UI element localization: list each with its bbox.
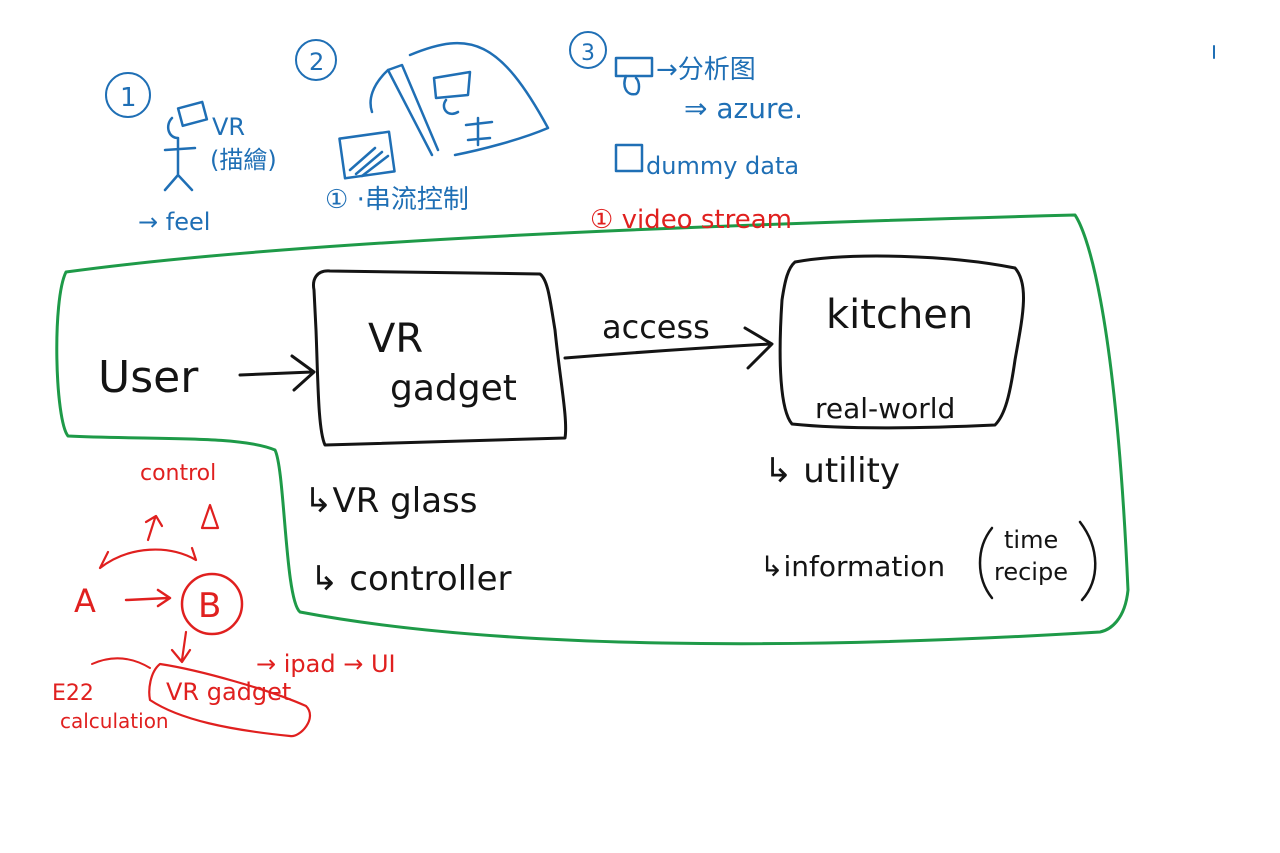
vr-gadget-red-label: VR gadget	[166, 678, 291, 706]
note1-label-vr: VR	[212, 113, 245, 141]
person-with-headset-sketch	[163, 100, 209, 192]
note3-azure: ⇒ azure.	[684, 92, 803, 125]
info-open-paren	[978, 526, 994, 600]
e22-sub-label: calculation	[60, 709, 169, 733]
note1-number-circle	[105, 72, 151, 118]
info-detail-recipe: recipe	[994, 558, 1068, 586]
system-boundary	[55, 213, 1130, 646]
user-to-gadget-arrow	[238, 354, 316, 392]
note1-number: 1	[120, 83, 137, 113]
note3-label: →分析图	[656, 55, 756, 85]
gadget-item-controller: ↳ controller	[310, 559, 512, 599]
camera-sketch	[614, 56, 654, 96]
streaming-control-sketch	[338, 42, 550, 180]
kitchen-sublabel: real-world	[815, 392, 955, 425]
node-b-circle	[180, 572, 244, 636]
gadget-item-vr-glass: ↳VR glass	[304, 481, 477, 521]
note3-number: 3	[581, 41, 595, 66]
b-to-vr-arrow	[170, 630, 192, 664]
kitchen-item-utility: ↳ utility	[764, 451, 900, 491]
kitchen-box	[778, 254, 1025, 430]
node-b-label: B	[198, 586, 221, 626]
video-stream-note: ① video stream	[590, 205, 792, 235]
ipad-ui-note: → ipad → UI	[256, 650, 396, 678]
note1-feel: → feel	[138, 208, 210, 236]
note2-number-circle	[295, 39, 337, 81]
e22-label: E22	[52, 681, 94, 706]
control-label: control	[140, 461, 216, 486]
user-label: User	[98, 352, 199, 403]
vr-gadget-label-line1: VR	[368, 316, 423, 362]
note2-caption: ① ·串流控制	[325, 185, 469, 215]
info-detail-time: time	[1004, 526, 1058, 554]
vr-gadget-label-line2: gadget	[390, 368, 517, 409]
note3-dummy: dummy data	[646, 152, 799, 180]
node-a-label: A	[74, 582, 96, 620]
kitchen-item-information: ↳information	[760, 550, 945, 583]
kitchen-label: kitchen	[826, 292, 973, 338]
access-label: access	[602, 308, 710, 346]
access-arrow	[563, 326, 774, 370]
note2-number: 2	[309, 48, 324, 76]
a-to-b-arrow	[124, 588, 172, 608]
e-to-vr-arrow	[91, 657, 151, 669]
note1-label-paren: (描繪)	[210, 146, 277, 174]
info-close-paren	[1078, 520, 1097, 602]
control-sketch	[98, 503, 220, 570]
note3-number-circle	[569, 31, 607, 69]
vr-gadget-box	[312, 269, 568, 447]
vr-gadget-red-outline	[148, 662, 312, 738]
dummy-data-box	[614, 143, 644, 173]
